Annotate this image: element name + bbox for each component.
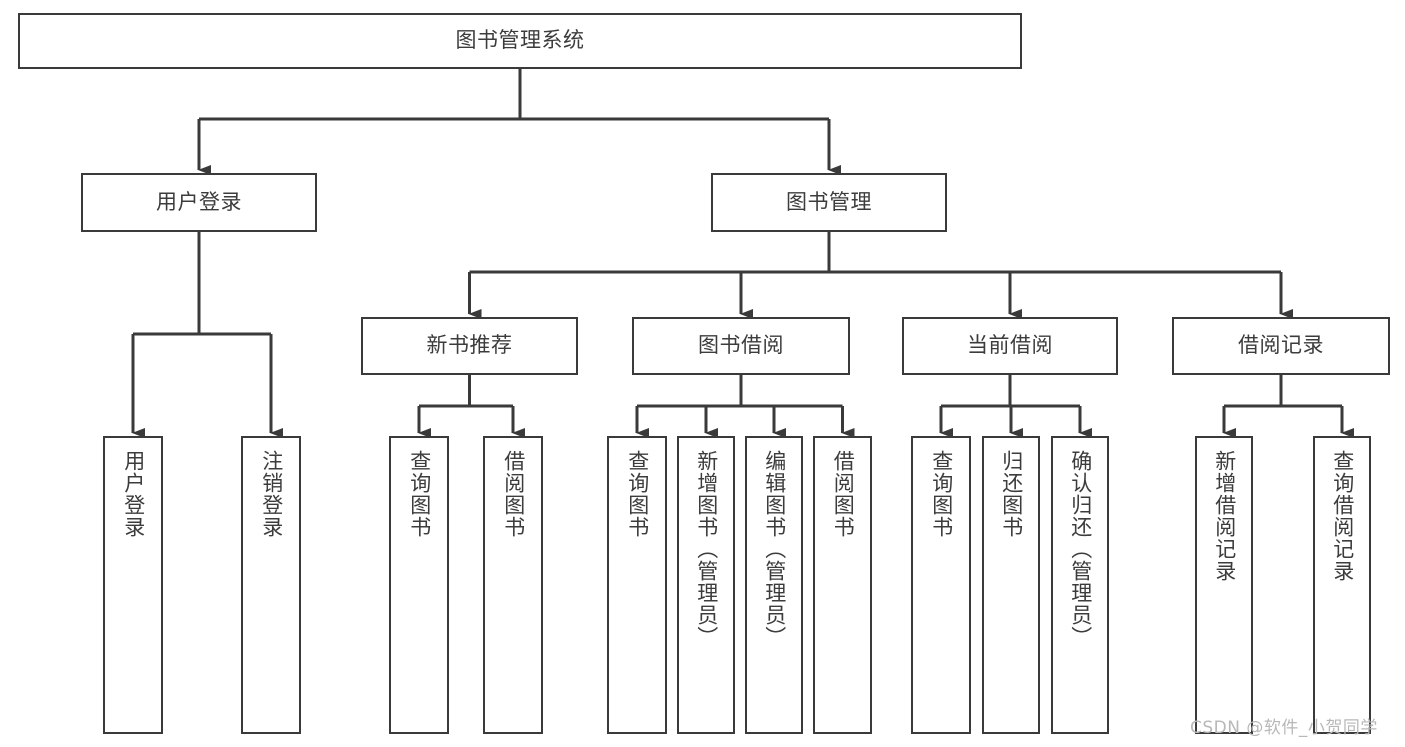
leaf-node[interactable]: 编辑图书（管理员） bbox=[745, 436, 803, 734]
node-user-login[interactable]: 用户登录 bbox=[81, 173, 317, 232]
leaf-node[interactable]: 归还图书 bbox=[982, 436, 1040, 734]
node-current-borrow-label: 当前借阅 bbox=[967, 333, 1053, 358]
leaf-node[interactable]: 新增图书（管理员） bbox=[677, 436, 735, 734]
leaf-node[interactable]: 新增借阅记录 bbox=[1195, 436, 1253, 734]
leaf-node[interactable]: 注销登录 bbox=[241, 436, 301, 734]
leaf-node-label: 新增借阅记录 bbox=[1212, 450, 1237, 582]
node-book-management[interactable]: 图书管理 bbox=[711, 173, 947, 232]
leaf-node-label: 归还图书 bbox=[999, 450, 1024, 538]
leaf-node-label: 编辑图书（管理员） bbox=[762, 450, 787, 648]
leaf-node-label: 查询图书 bbox=[407, 450, 432, 538]
leaf-node[interactable]: 借阅图书 bbox=[813, 436, 872, 734]
leaf-node-label: 查询图书 bbox=[625, 450, 650, 538]
leaf-node[interactable]: 查询图书 bbox=[911, 436, 971, 734]
leaf-node[interactable]: 用户登录 bbox=[103, 436, 163, 734]
leaf-node[interactable]: 确认归还（管理员） bbox=[1051, 436, 1109, 734]
node-root-label: 图书管理系统 bbox=[455, 28, 585, 53]
leaf-node[interactable]: 查询借阅记录 bbox=[1313, 436, 1371, 734]
leaf-node-label: 查询借阅记录 bbox=[1330, 450, 1355, 582]
node-borrow-record-label: 借阅记录 bbox=[1238, 333, 1324, 358]
leaf-node-label: 确认归还（管理员） bbox=[1068, 450, 1093, 648]
node-user-login-label: 用户登录 bbox=[156, 189, 242, 214]
leaf-node-label: 注销登录 bbox=[259, 450, 284, 538]
csdn-watermark: CSDN @软件_小贺同学 bbox=[1190, 718, 1378, 738]
leaf-node-label: 用户登录 bbox=[121, 450, 146, 538]
leaf-node-label: 查询图书 bbox=[929, 450, 954, 538]
leaf-node[interactable]: 借阅图书 bbox=[483, 436, 543, 734]
leaf-node[interactable]: 查询图书 bbox=[607, 436, 667, 734]
node-book-borrow[interactable]: 图书借阅 bbox=[632, 317, 850, 375]
node-new-book-recommend[interactable]: 新书推荐 bbox=[361, 317, 578, 375]
node-root[interactable]: 图书管理系统 bbox=[18, 13, 1022, 69]
leaf-node-label: 新增图书（管理员） bbox=[694, 450, 719, 648]
leaf-node-label: 借阅图书 bbox=[501, 450, 526, 538]
node-new-book-recommend-label: 新书推荐 bbox=[426, 333, 513, 358]
node-borrow-record[interactable]: 借阅记录 bbox=[1172, 317, 1390, 375]
leaf-node-label: 借阅图书 bbox=[831, 450, 856, 538]
leaf-node[interactable]: 查询图书 bbox=[389, 436, 449, 734]
node-book-borrow-label: 图书借阅 bbox=[698, 333, 784, 358]
node-book-management-label: 图书管理 bbox=[786, 189, 872, 214]
node-current-borrow[interactable]: 当前借阅 bbox=[902, 317, 1118, 375]
